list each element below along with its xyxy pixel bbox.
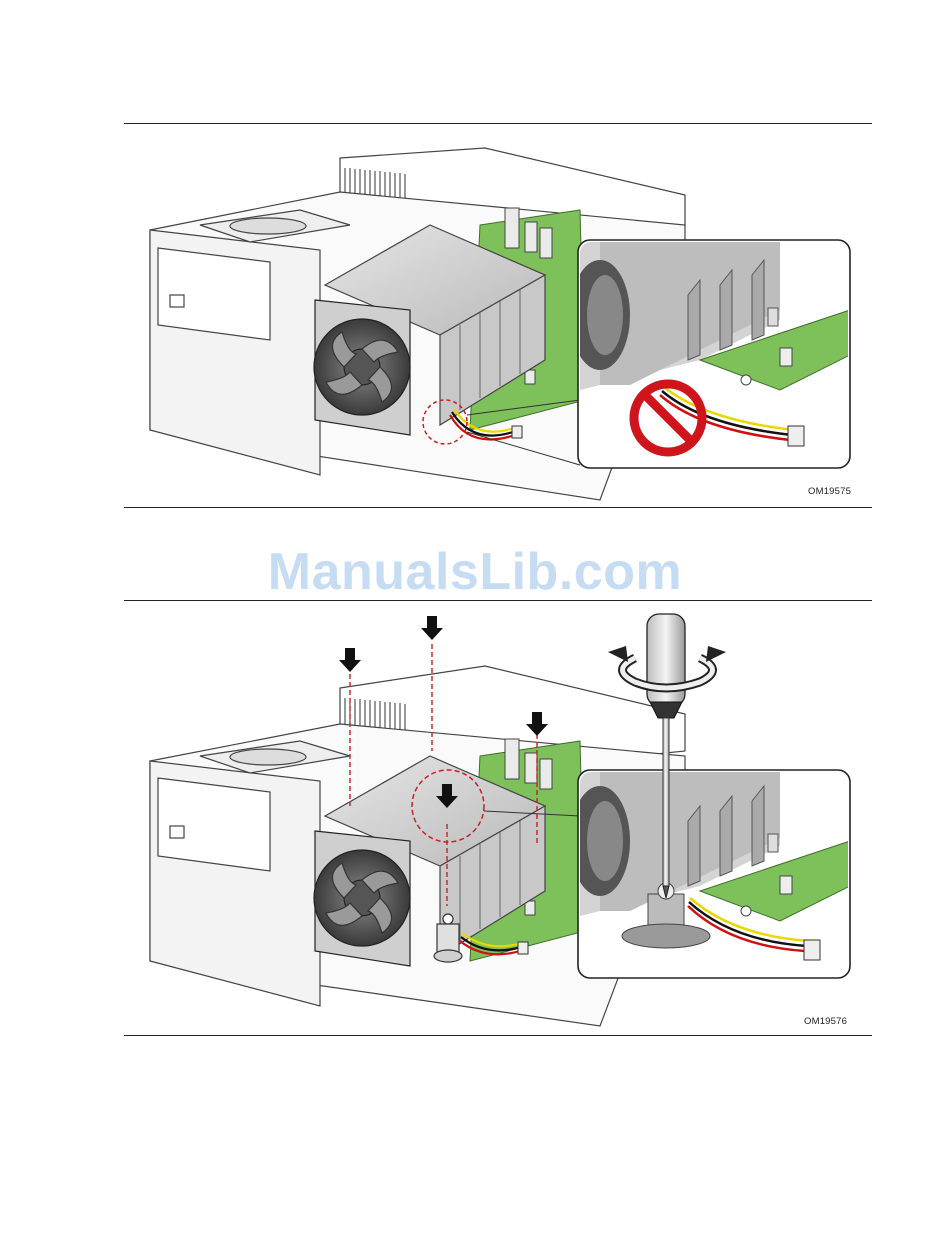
figure-2-bottom-rule (124, 1035, 872, 1036)
figure-1-id-label: OM19575 (808, 486, 851, 497)
cable-connector (518, 942, 528, 954)
callout-inset (570, 240, 850, 468)
fan (314, 831, 410, 966)
figure-1-illustration (140, 130, 860, 502)
fan (314, 300, 410, 435)
figure-2-illustration (140, 606, 860, 1030)
figure-2: OM19576 (140, 606, 860, 1030)
down-arrow-icon (339, 648, 361, 672)
figure-1-bottom-rule (124, 507, 872, 508)
down-arrow-icon (421, 616, 443, 640)
figure-2-id-label: OM19576 (804, 1016, 847, 1027)
cable-connector (512, 426, 522, 438)
figure-1-top-rule (124, 123, 872, 124)
figure-1: OM19575 (140, 130, 860, 502)
figure-2-top-rule (124, 600, 872, 601)
watermark: ManualsLib.com (0, 542, 950, 602)
callout-inset (570, 770, 850, 978)
